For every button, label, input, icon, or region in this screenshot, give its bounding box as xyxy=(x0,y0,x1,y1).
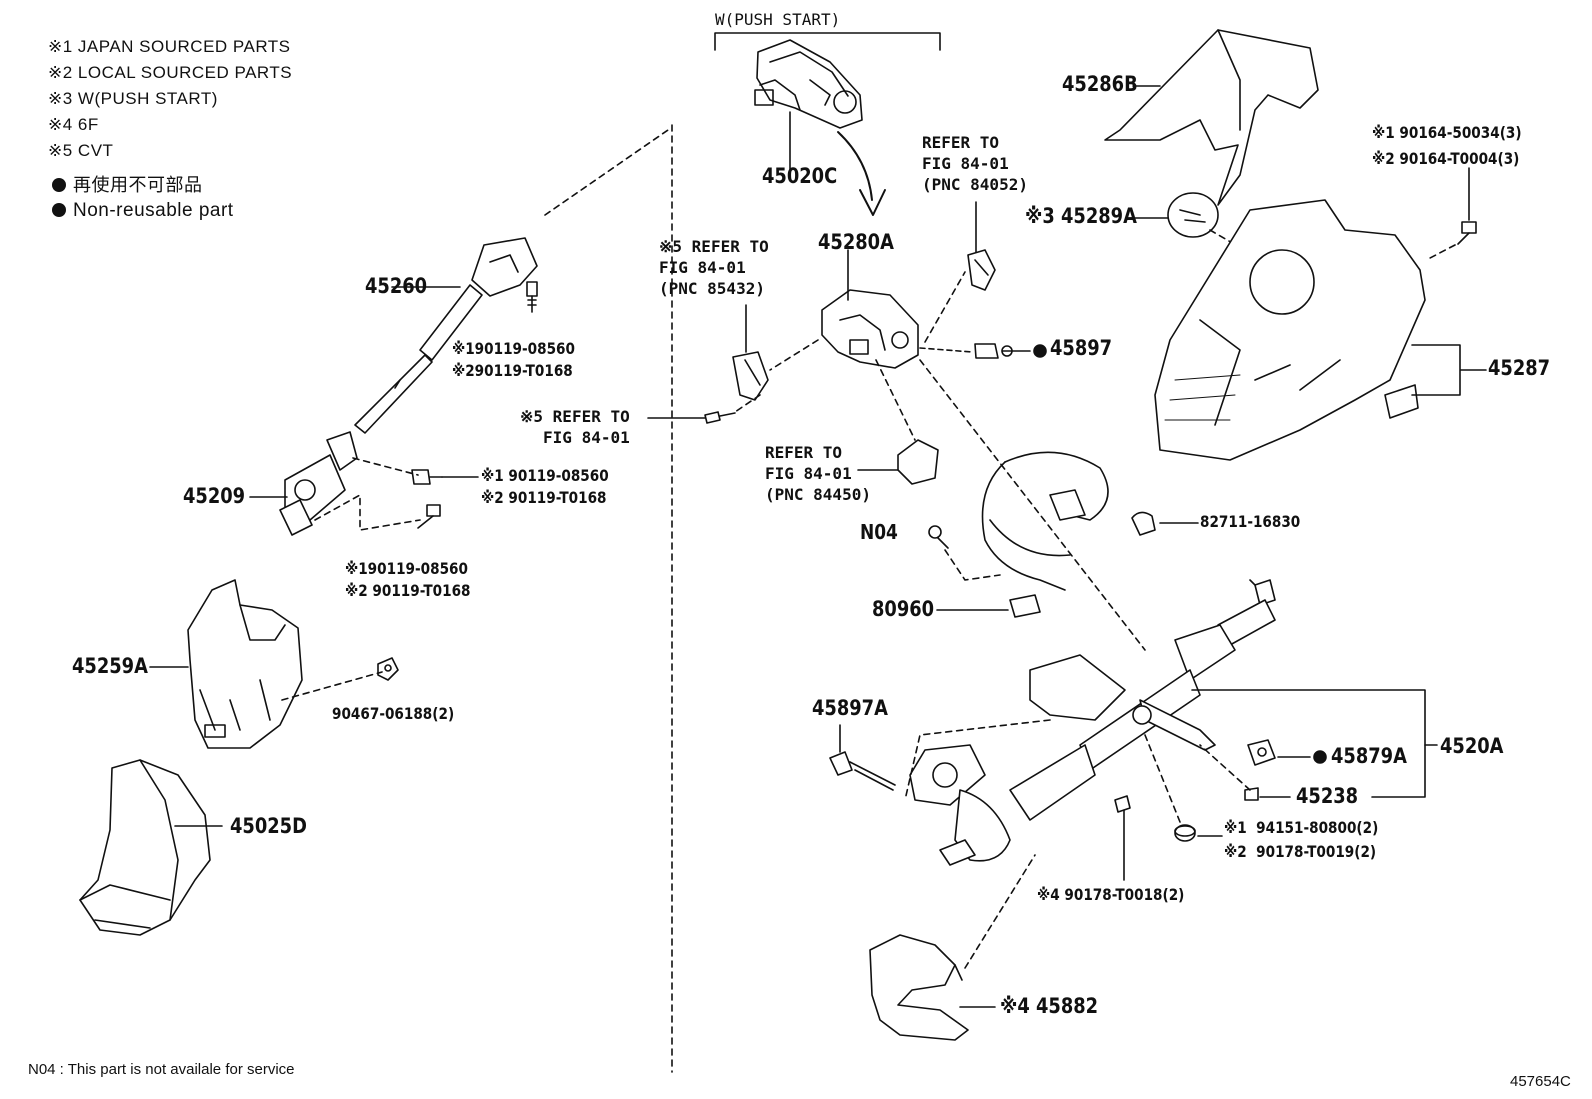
label-refer-84450: REFER TO FIG 84-01 (PNC 84450) xyxy=(765,443,871,504)
label-90467: 90467-06188(2) xyxy=(332,704,455,723)
lock-45280a xyxy=(821,289,919,369)
bolt-45260 xyxy=(526,281,538,313)
label-bolt-b: ※1 90119-08560 ※2 90119-T0168 xyxy=(481,466,609,507)
label-nuts: ※1 94151-80800(2) ※2 90178-T0019(2) xyxy=(1224,818,1379,861)
legend-nonreusable-en: Non-reusable part xyxy=(52,201,234,220)
label-45897: 45897 xyxy=(1050,336,1113,360)
bolt-45897a xyxy=(829,751,896,791)
legend-note-4: ※4 6F xyxy=(48,115,99,134)
label-45879a: 45879A xyxy=(1331,744,1407,768)
nut-45879a xyxy=(1247,739,1276,766)
label-refer-84052: REFER TO FIG 84-01 (PNC 84052) xyxy=(922,133,1028,194)
legend-note-2: ※2 LOCAL SOURCED PARTS xyxy=(48,63,293,82)
label-45882: ※4 45882 xyxy=(1000,994,1099,1018)
legend-note-3: ※3 W(PUSH START) xyxy=(48,89,218,108)
cover-45287 xyxy=(1154,199,1426,461)
push-start-bracket xyxy=(714,32,941,51)
footer-note: N04 : This part is not availale for serv… xyxy=(28,1061,295,1078)
screw-cvt xyxy=(704,411,736,424)
label-45020c: 45020C xyxy=(762,164,838,188)
label-bolt-c: ※190119-08560 ※2 90119-T0168 xyxy=(345,559,471,600)
label-45209: 45209 xyxy=(183,484,246,508)
label-bolt-a: ※190119-08560 ※290119-T0168 xyxy=(452,339,575,380)
harness-80960 xyxy=(981,451,1109,618)
label-refer-cvt: ※5 REFER TO FIG 84-01 xyxy=(520,407,630,447)
label-45897a: 45897A xyxy=(812,696,888,720)
clamp-82711 xyxy=(1131,511,1156,536)
legend-nonreusable-jp-text: 再使用不可部品 xyxy=(73,175,203,195)
cover-45286b xyxy=(1104,29,1319,206)
cover-45259a xyxy=(187,579,303,749)
label-push-start: W(PUSH START) xyxy=(715,10,841,29)
legend-nonreusable-jp: 再使用不可部品 xyxy=(52,176,203,194)
bracket-45882 xyxy=(869,934,969,1041)
label-90178: ※4 90178-T0018(2) xyxy=(1037,885,1185,904)
label-4520a: 4520A xyxy=(1440,734,1504,758)
column-4520a xyxy=(909,579,1276,866)
label-n04: N04 xyxy=(860,520,898,544)
label-45260: 45260 xyxy=(365,274,428,298)
label-80960: 80960 xyxy=(872,597,935,621)
label-45287: 45287 xyxy=(1488,356,1551,380)
boot-45025d xyxy=(79,759,211,936)
sensor-84052 xyxy=(967,249,996,291)
nut-94151 xyxy=(1174,824,1196,842)
switch-45020c xyxy=(754,39,863,129)
bolt-45238 xyxy=(1244,787,1259,801)
clip-90467 xyxy=(377,657,399,681)
label-45025d: 45025D xyxy=(230,814,307,838)
sensor-85432 xyxy=(732,351,769,401)
legend-nonreusable-en-text: Non-reusable part xyxy=(73,200,234,221)
nonreusable-dot-icon xyxy=(52,203,66,217)
label-45289a: ※3 45289A xyxy=(1025,204,1137,228)
curved-arrow xyxy=(837,131,873,201)
nonreusable-dot-icon xyxy=(52,178,66,192)
bolt-joint-1 xyxy=(411,469,443,485)
label-screws: ※1 90164-50034(3) ※2 90164-T0004(3) xyxy=(1372,123,1522,168)
label-45238: 45238 xyxy=(1296,784,1359,808)
label-45286b: 45286B xyxy=(1062,72,1138,96)
bolt-joint-2 xyxy=(417,504,441,529)
legend-note-5: ※5 CVT xyxy=(48,141,114,160)
cap-45289a xyxy=(1167,192,1219,238)
joint-45209 xyxy=(279,431,358,536)
label-refer-85432: ※5 REFER TO FIG 84-01 (PNC 85432) xyxy=(659,237,769,298)
bolt-90178 xyxy=(1114,795,1131,813)
shaft-45260 xyxy=(354,237,538,434)
diagram-code: 457654C xyxy=(1510,1073,1571,1090)
label-45280a: 45280A xyxy=(818,230,894,254)
sensor-84450 xyxy=(897,439,939,485)
legend-note-1: ※1 JAPAN SOURCED PARTS xyxy=(48,37,291,56)
bolt-n04 xyxy=(928,525,949,549)
screw-cover xyxy=(1457,221,1477,245)
label-45259a: 45259A xyxy=(72,654,148,678)
label-82711: 82711-16830 xyxy=(1200,512,1301,531)
